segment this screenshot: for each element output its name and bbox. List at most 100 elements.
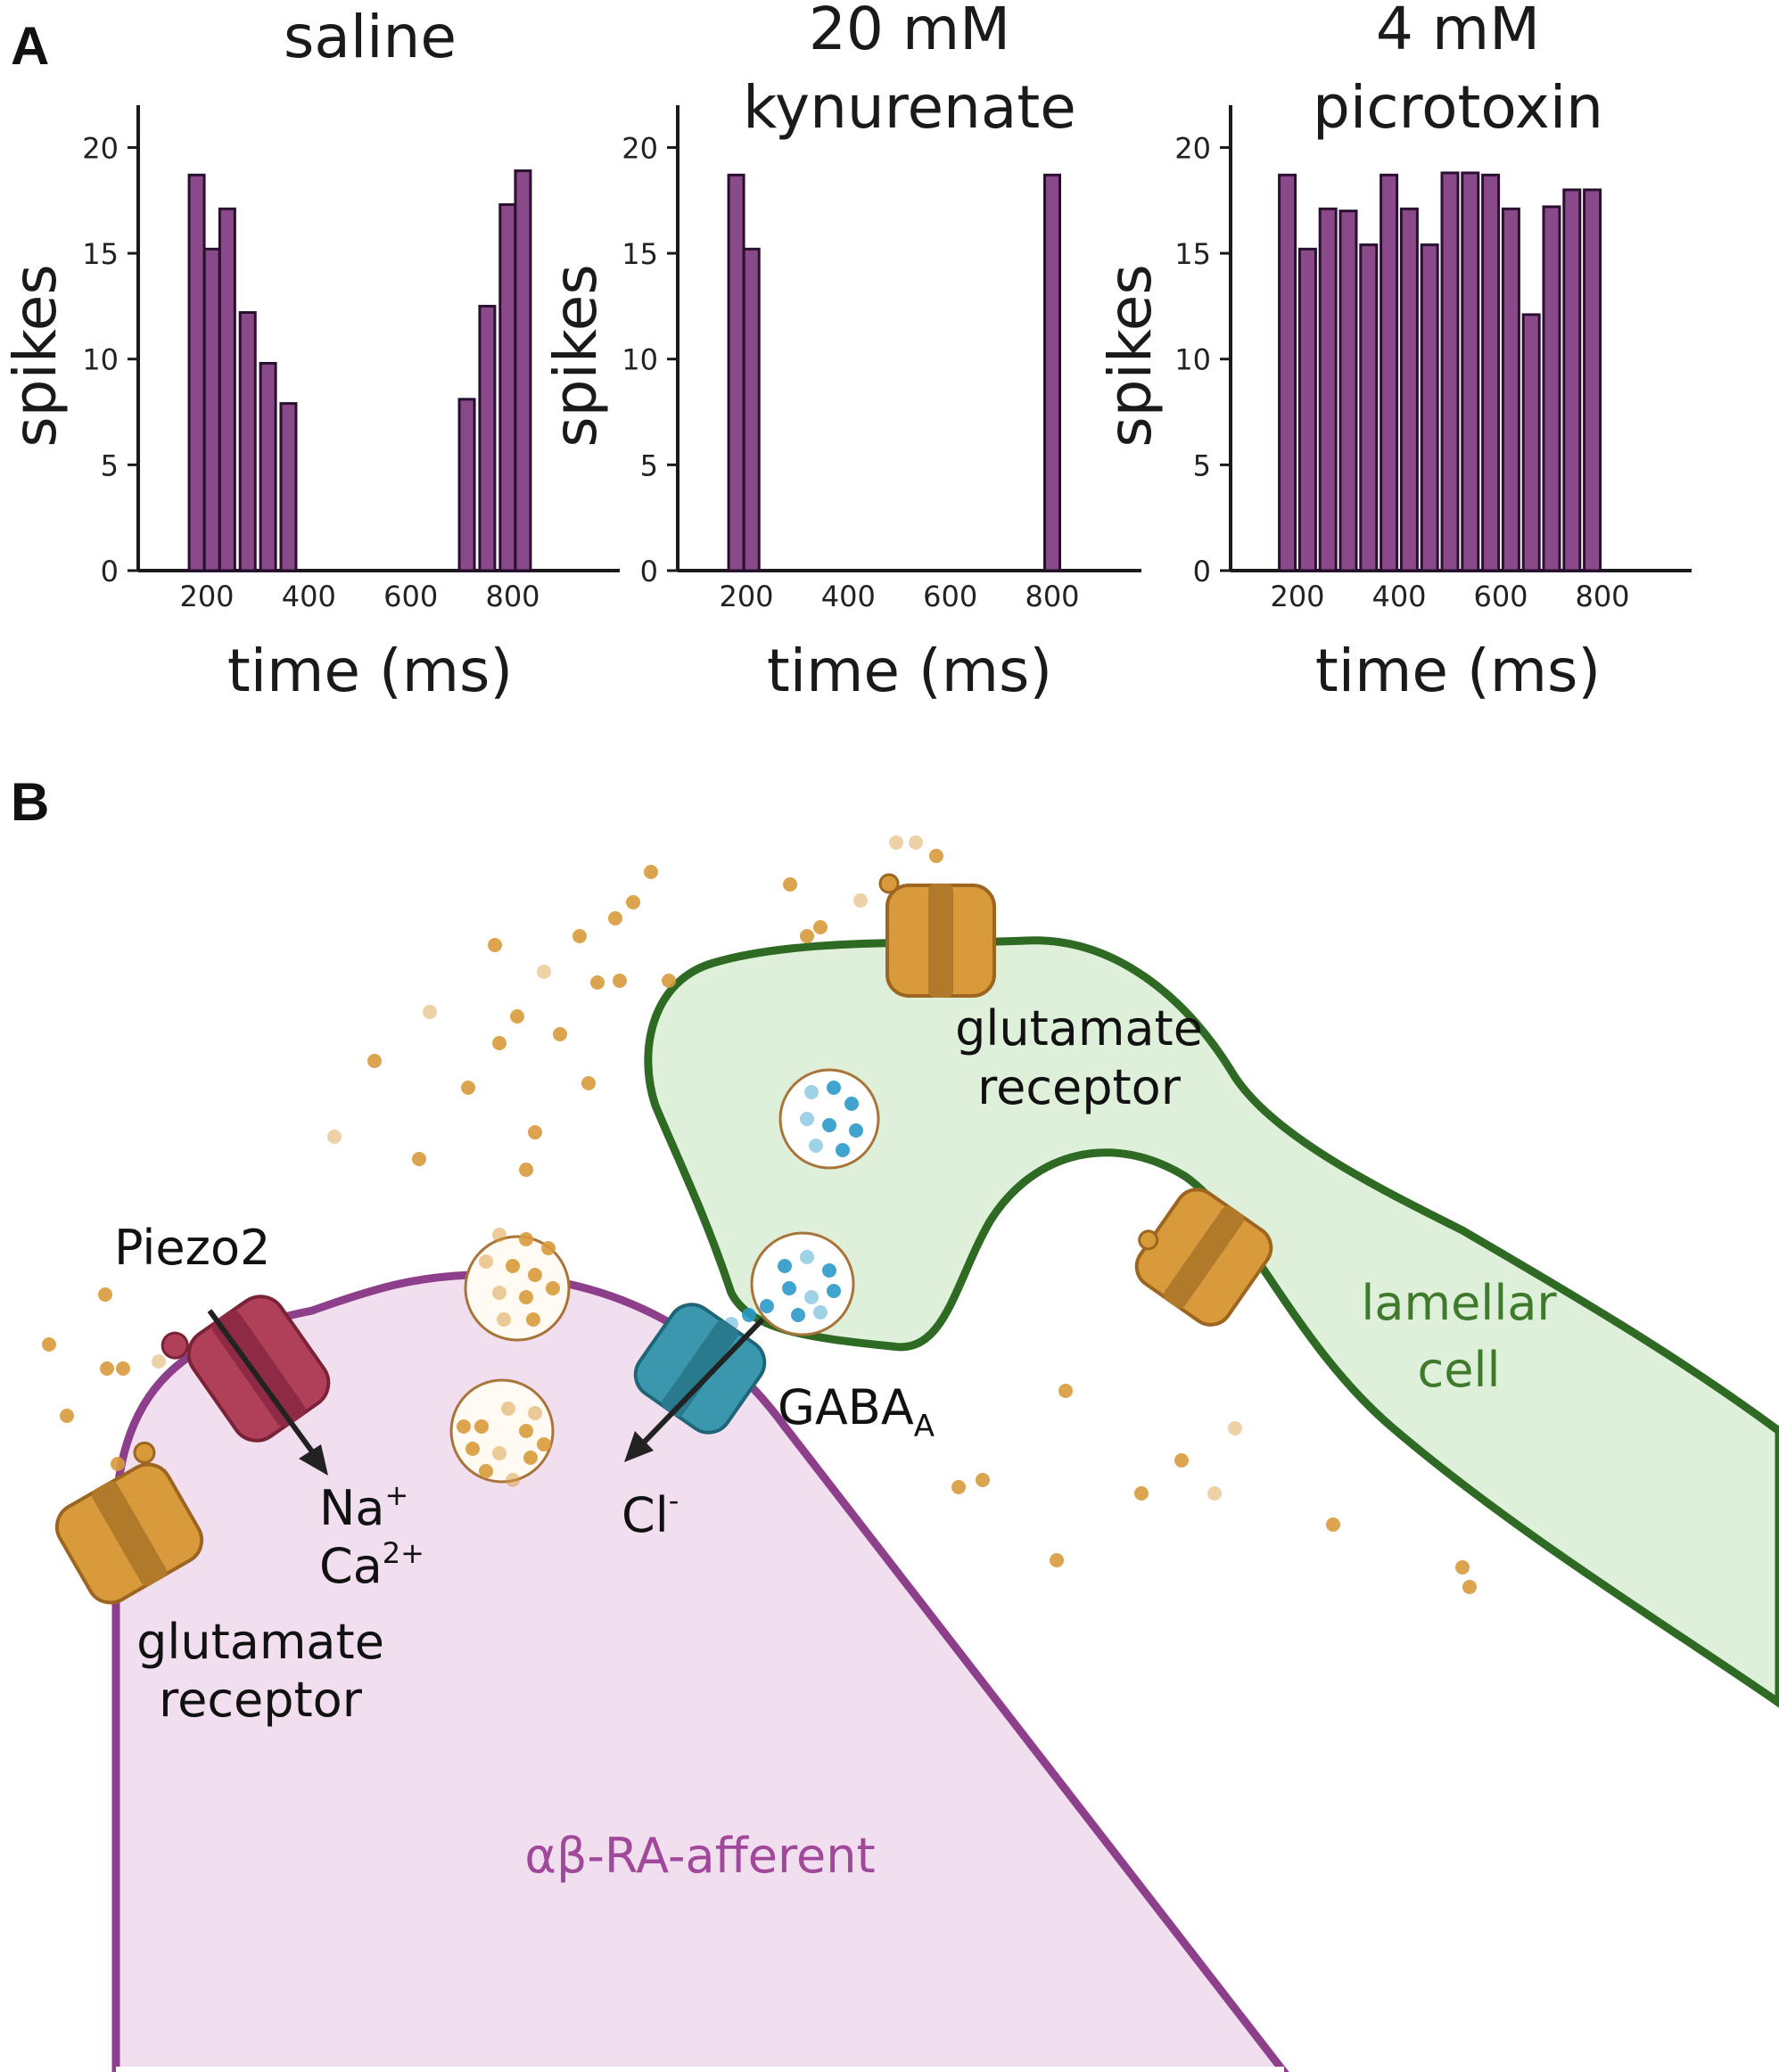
x-tick-label: 600 [1473,580,1528,613]
gaba-particle [844,1097,859,1111]
glutamate-particle [553,1027,567,1041]
chart-title-1-line-0: 20 mM [809,0,1010,63]
glutamate-particle [461,1081,475,1095]
glutamate-particle [626,895,640,909]
bar [1399,207,1419,572]
glutamate-particle [1228,1421,1242,1435]
piezo2-label: Piezo2 [114,1220,270,1276]
glutamate-particle [526,1312,540,1327]
gaba-particle [849,1123,863,1138]
gaba-particle [827,1284,841,1298]
bar [1380,173,1399,572]
bar [1583,188,1602,572]
bar [1338,210,1358,572]
bar [1521,313,1541,572]
glutamate-receptor-top [878,873,996,998]
gaba-particle [804,1085,819,1099]
y-tick-label: 10 [1174,343,1211,377]
bar [1461,171,1480,572]
gaba-particle [800,1112,814,1126]
x-tick-label: 200 [1270,580,1324,613]
chart-title-2-line-0: 4 mM [1376,0,1540,63]
chloride-label: Cl- [622,1484,679,1543]
bar [1501,207,1520,572]
x-axis-label: time (ms) [227,637,513,705]
cation-arrow-head [299,1444,328,1476]
glutamate-particle [492,1036,507,1050]
glutamate-particle [523,1451,538,1465]
bar [1440,171,1460,572]
gaba-particle [809,1139,823,1153]
glutamate-particle [497,1312,511,1327]
glutamate-receptor-lamellar [1134,1188,1273,1327]
bar [1278,173,1297,572]
glutamate-particle [528,1406,542,1420]
chart-title-0-line-0: saline [284,3,457,71]
chloride-arrow-head [624,1431,654,1462]
bar [1542,205,1561,572]
bar [1043,173,1061,572]
bar [514,169,532,572]
gaba-particle [791,1308,805,1322]
bar [218,207,236,572]
glutamate-particle [1174,1453,1189,1468]
bar [202,247,221,572]
glutamate-particle [492,1446,507,1460]
chart-title-2-line-1: picrotoxin [1313,73,1603,142]
y-tick-label: 10 [82,343,119,377]
glutamate-particle [853,893,868,908]
gaba-particle [813,1305,828,1320]
glutamate-particle [929,849,943,863]
gaba-particle [742,1308,756,1322]
glutamate-particle [528,1125,542,1139]
glutamate-particle [474,1419,489,1434]
panel-a-letter: A [11,16,49,76]
bar [279,402,298,572]
glutamate-receptor-top-label-1: glutamate [955,1000,1203,1057]
glutamate-particle [506,1259,520,1273]
glutamate-particle [510,1009,524,1024]
glutamate-particle [327,1130,342,1144]
gaba-vesicle-docked [750,1231,855,1336]
glutamate-particle [644,865,658,879]
glutamate-particle [492,1228,507,1242]
gaba-particle [778,1259,792,1273]
glutamate-particle [976,1473,990,1487]
glutamate-particle [98,1287,112,1302]
x-tick-label: 800 [1575,580,1629,613]
bar [457,398,476,572]
bar [727,173,745,572]
glutamate-particle [889,835,903,850]
glutamate-particle [909,835,923,850]
x-tick-label: 200 [179,580,234,613]
gaba-particle [800,1250,814,1264]
glutamate-particle [457,1419,471,1434]
y-tick-label: 0 [1193,555,1211,588]
glutamate-particle [608,911,622,925]
gaba-particle [822,1263,836,1278]
glutamate-receptor-left [54,1441,204,1605]
bar [1420,243,1439,572]
glutamate-particle [412,1152,426,1166]
glutamate-particle [1050,1553,1064,1567]
x-tick-label: 600 [383,580,438,613]
glutamate-particle [60,1409,74,1423]
y-tick-label: 20 [622,131,658,165]
bar [238,311,257,572]
glutamate-particle [537,965,551,979]
glutamate-particle [783,877,797,892]
bar [1359,243,1379,572]
y-axis-label: spikes [1,264,70,447]
lamellar-cell-label-2: cell [1418,1342,1501,1398]
y-tick-label: 0 [640,555,658,588]
lamellar-cell [644,936,1779,1708]
glutamate-particle [1134,1486,1149,1501]
glutamate-particle [492,1286,507,1300]
glutamate-particle [572,929,587,943]
glutamate-particle [519,1232,533,1246]
bar [1318,207,1338,572]
bar [187,173,206,572]
